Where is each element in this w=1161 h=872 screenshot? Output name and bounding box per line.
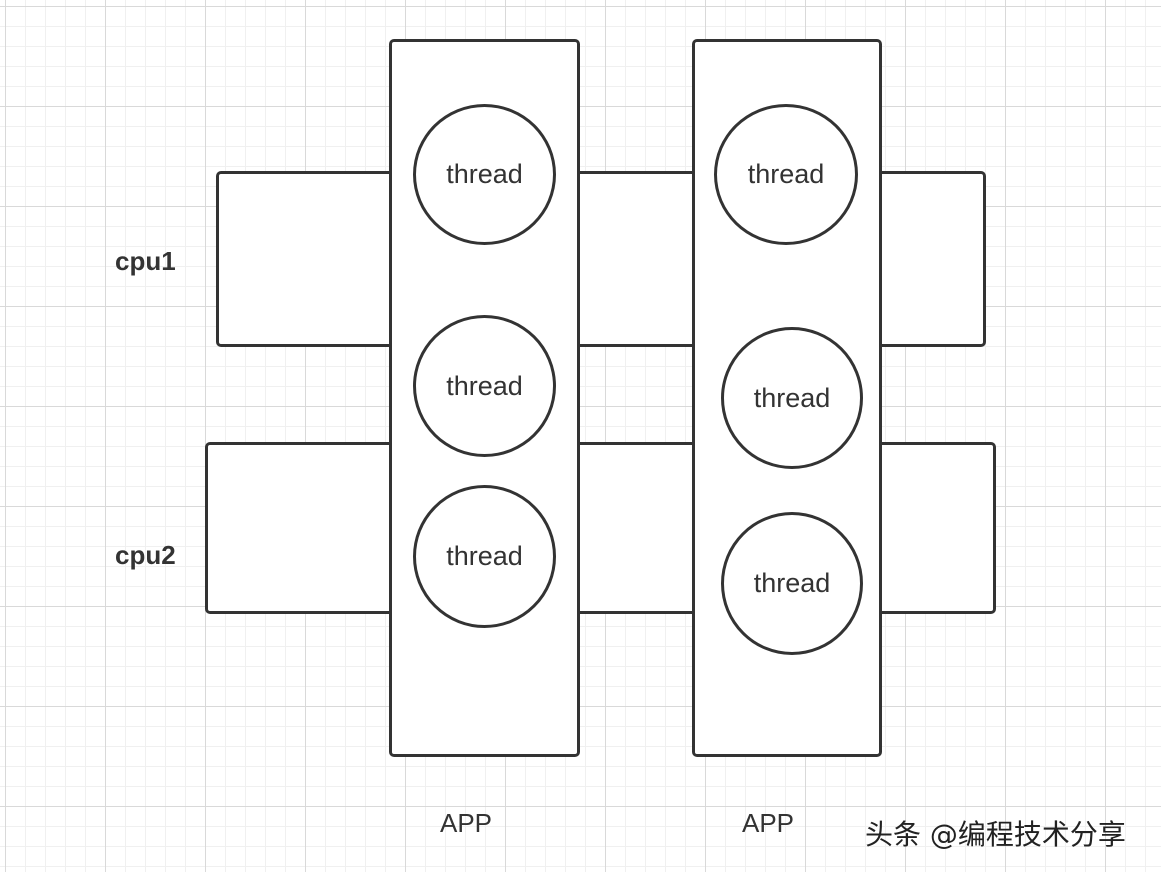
app2-thread-3: thread (721, 512, 863, 655)
cpu1-label: cpu1 (115, 246, 176, 276)
watermark: 头条 @编程技术分享 (865, 818, 1126, 851)
app2-thread-2: thread (721, 327, 863, 469)
app1-thread-2: thread (413, 315, 556, 457)
app2-thread-1: thread (714, 104, 858, 245)
app1-thread-1: thread (413, 104, 556, 245)
app1-thread-3: thread (413, 485, 556, 628)
app1-label: APP (440, 808, 493, 838)
cpu2-label: cpu2 (115, 540, 176, 570)
app2-label: APP (742, 808, 795, 838)
